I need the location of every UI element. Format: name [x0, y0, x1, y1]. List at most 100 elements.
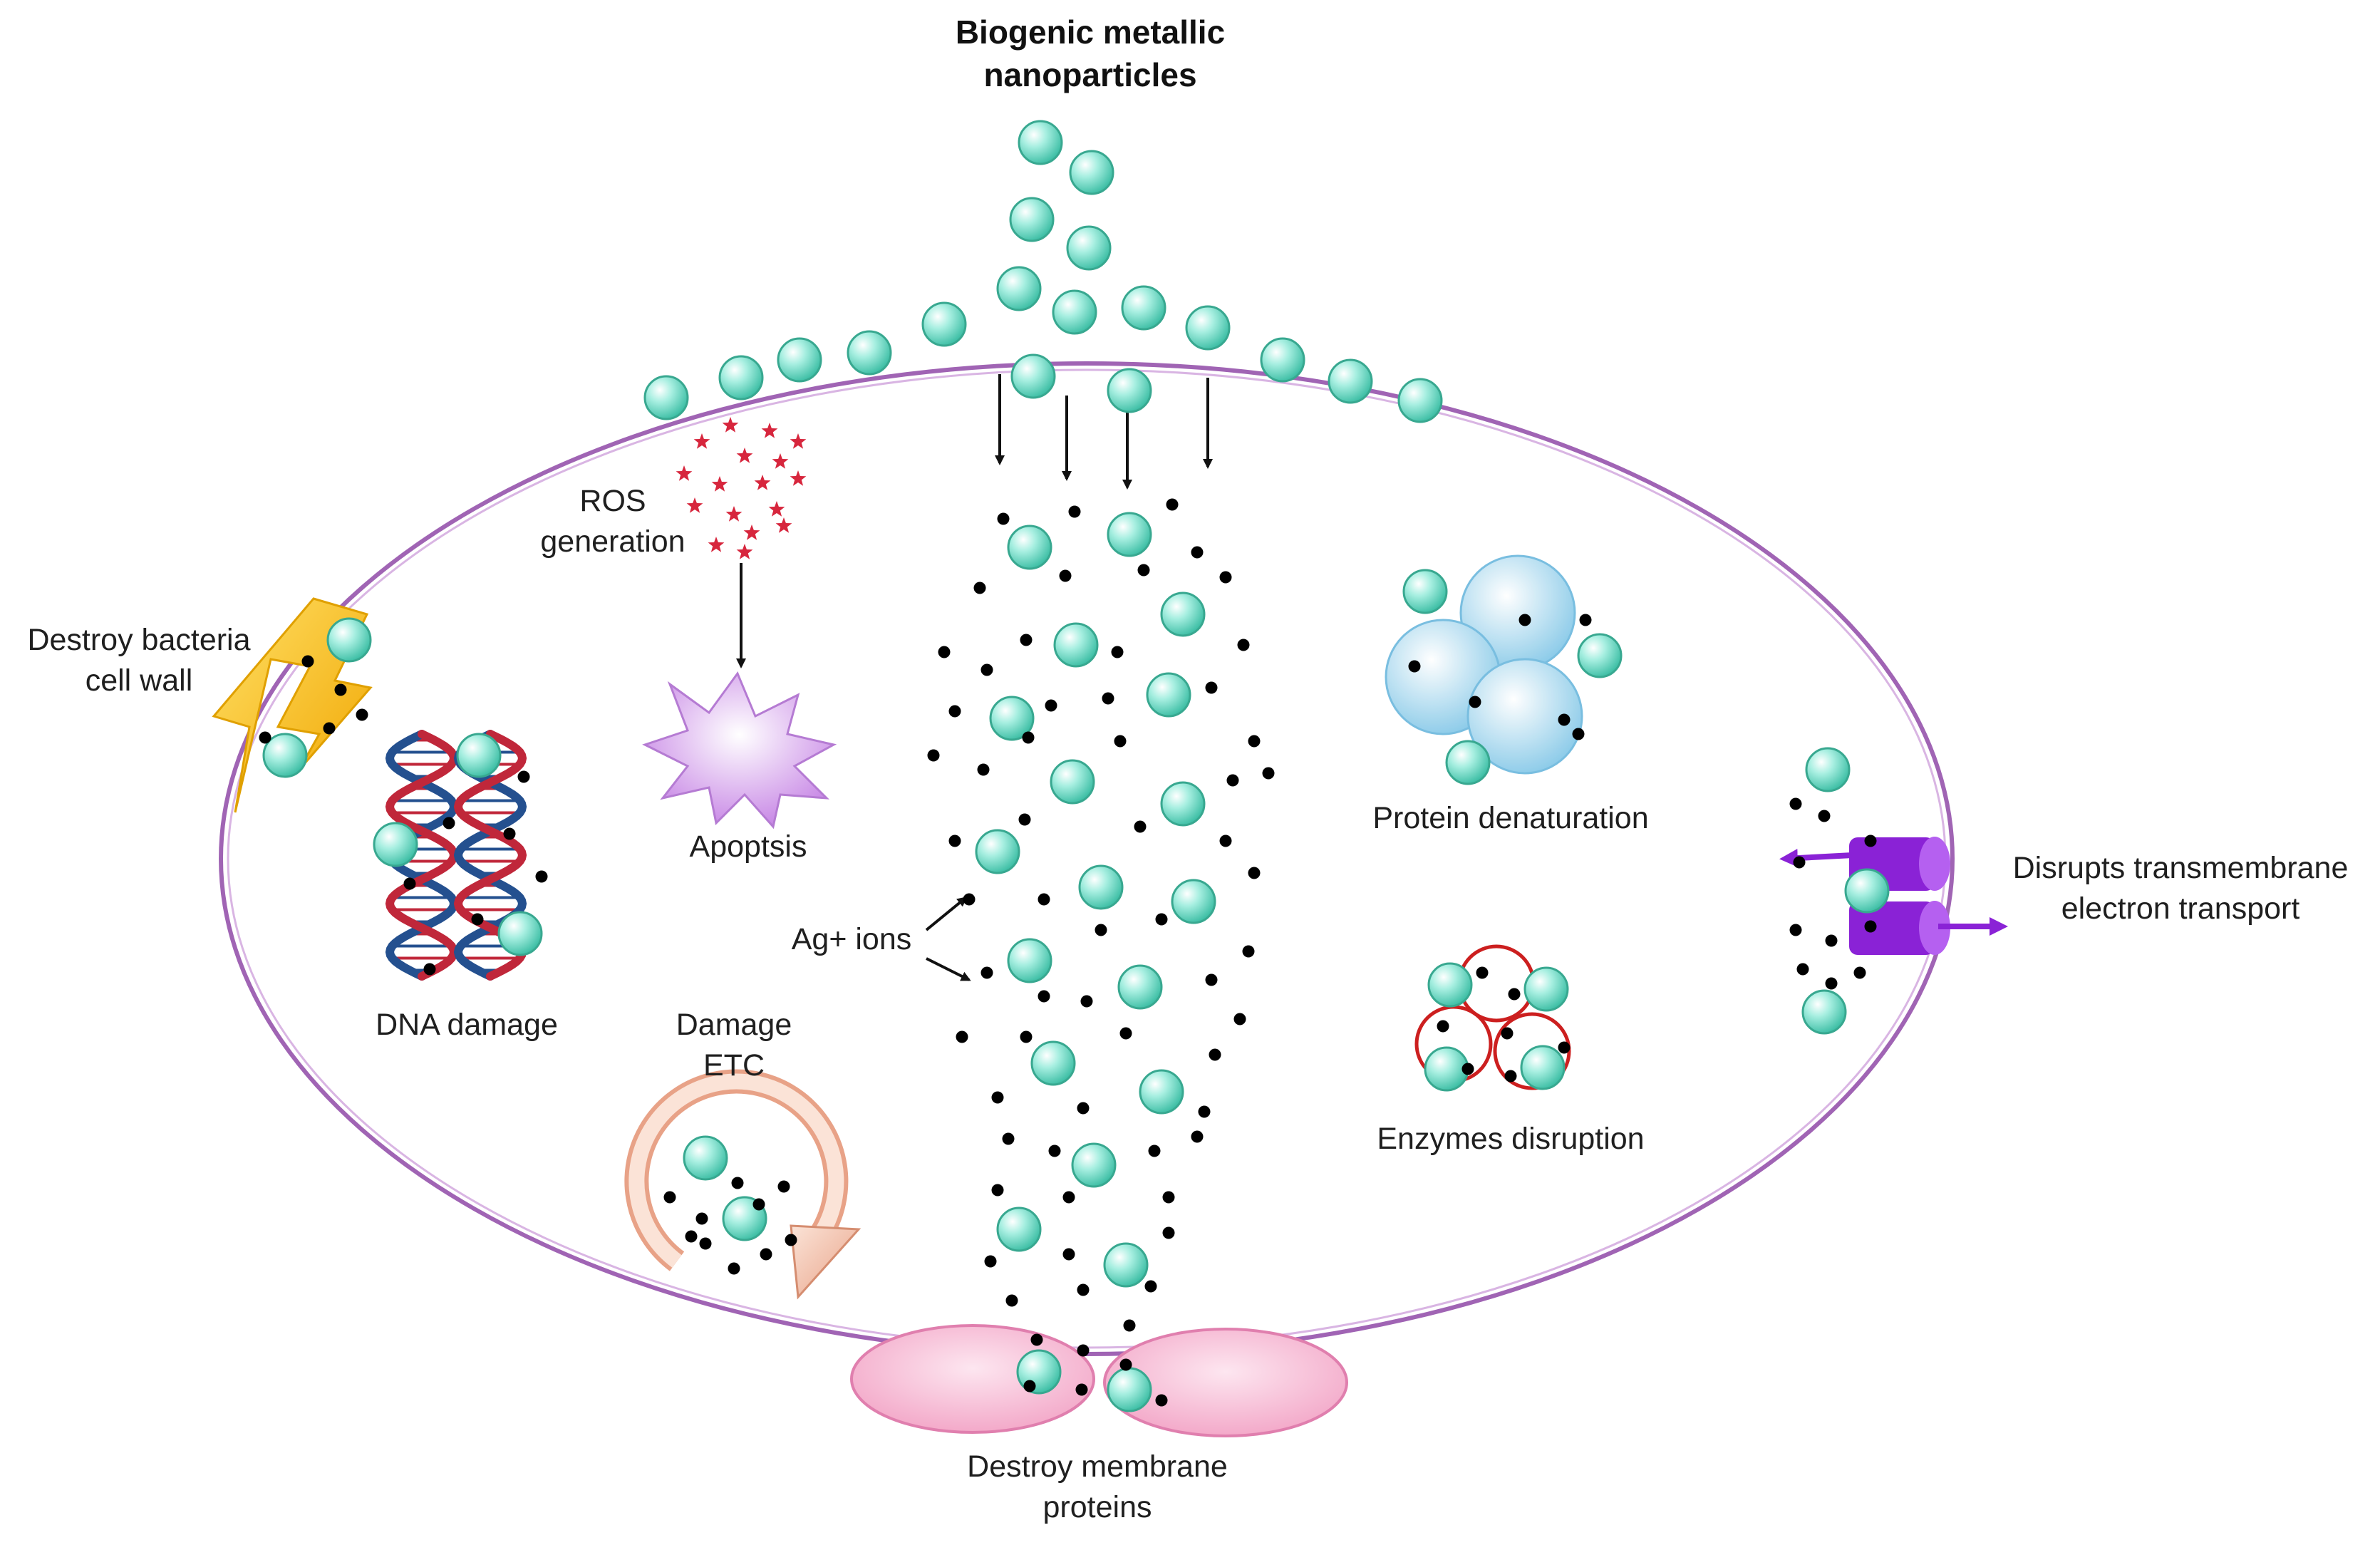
ag-ion: [1219, 571, 1232, 584]
ag-ion: [760, 1248, 772, 1261]
nanoparticle: [1171, 879, 1216, 924]
ag-ion: [1059, 569, 1072, 582]
ag-ion: [1248, 867, 1261, 879]
ag-ion: [259, 731, 271, 744]
ag-ion: [1005, 1294, 1018, 1307]
ag-ion: [685, 1230, 698, 1243]
nanoparticle: [1805, 747, 1851, 792]
ag-ion: [1119, 1358, 1132, 1371]
transmembrane-label: Disrupts transmembrane electron transpor…: [1981, 848, 2380, 929]
ag-ion: [1233, 1013, 1246, 1025]
ag-ions: [259, 498, 1877, 1407]
ag-ion: [1242, 945, 1255, 958]
ag-ion: [956, 1030, 968, 1043]
nanoparticle: [1071, 1142, 1117, 1188]
nanoparticle: [1107, 512, 1152, 557]
ag-ion: [1237, 639, 1250, 651]
ag-ion: [1075, 1383, 1088, 1396]
ag-ion: [1002, 1132, 1015, 1145]
ag-ion: [1137, 564, 1150, 577]
ag-ion: [731, 1177, 744, 1189]
title-line-1: Biogenic metallic: [955, 14, 1226, 51]
ag-ion: [423, 963, 436, 976]
ag-ion: [1162, 1226, 1175, 1239]
ag-ion: [1162, 1191, 1175, 1204]
ros-star: [676, 465, 693, 481]
nanoparticle: [1185, 305, 1231, 351]
ag-ion: [991, 1184, 1004, 1197]
circular-arrow-icon: [624, 1069, 862, 1300]
ag-ion: [1020, 1030, 1033, 1043]
ag-ion: [1134, 820, 1147, 833]
ros-star: [768, 501, 785, 517]
ag-ion: [984, 1255, 997, 1268]
nanoparticles: [262, 120, 1890, 1412]
ag-ion: [1248, 735, 1261, 748]
ag-ion: [663, 1191, 676, 1204]
ag-ion: [1408, 660, 1421, 673]
ag-ion: [1558, 713, 1571, 726]
nanoparticle: [262, 733, 308, 778]
membrane-proteins-label: Destroy membrane proteins: [912, 1447, 1283, 1528]
ag-ion: [1038, 990, 1050, 1003]
ros-star: [725, 506, 743, 522]
nanoparticle: [1009, 197, 1055, 242]
ag-ion: [1155, 1394, 1168, 1407]
ag-ion: [1205, 973, 1218, 986]
ag-ion: [1022, 731, 1035, 744]
nanoparticle: [1050, 759, 1095, 805]
ag-ion: [1062, 1248, 1075, 1261]
ag-ion: [1226, 774, 1239, 787]
ros-star: [736, 544, 753, 559]
ag-ion: [1437, 1020, 1449, 1033]
nanoparticle: [1146, 672, 1191, 718]
nanoparticle: [1069, 150, 1114, 195]
ag-ion: [535, 870, 548, 883]
nanoparticle: [1520, 1045, 1566, 1090]
nanoparticle: [989, 696, 1035, 741]
ros-star: [790, 433, 807, 449]
nanoparticle: [1117, 964, 1163, 1010]
nanoparticle: [1103, 1242, 1149, 1288]
ros-star: [693, 433, 710, 449]
ros-star: [761, 423, 778, 438]
transporter-channel-icon: [1779, 837, 2008, 955]
nanoparticle: [1260, 337, 1305, 383]
ag-ion: [1796, 963, 1809, 976]
ag-ion: [1114, 735, 1127, 748]
ag-ion: [991, 1091, 1004, 1104]
nanoparticle: [1328, 358, 1373, 404]
ag-ion: [1155, 913, 1168, 926]
ag-ion: [517, 770, 530, 783]
ag-ion: [938, 646, 951, 658]
ag-ion: [443, 817, 455, 830]
nanoparticle: [1139, 1069, 1184, 1115]
ag-ion: [1038, 893, 1050, 906]
nanoparticle: [1107, 1367, 1152, 1412]
nanoparticle: [1801, 989, 1847, 1035]
ag-ion: [1518, 614, 1531, 626]
nanoparticle: [1066, 225, 1112, 271]
nanoparticle: [1053, 622, 1099, 668]
ag-ion: [1077, 1102, 1090, 1115]
ag-ion: [1023, 1380, 1036, 1392]
nanoparticle: [643, 375, 689, 420]
ag-ion: [1191, 1130, 1204, 1143]
ag-ion: [1789, 797, 1802, 810]
nanoparticle: [1577, 633, 1623, 678]
cell-wall-label-line-1: Destroy bacteria: [27, 623, 251, 657]
ag-ion: [1853, 966, 1866, 979]
ros-star: [708, 537, 725, 552]
ag-ion: [1476, 966, 1489, 979]
ag-ion: [752, 1198, 765, 1211]
ag-ion: [1018, 813, 1031, 826]
nanoparticle: [1030, 1040, 1076, 1086]
ros-star: [711, 476, 728, 492]
nanoparticle: [1160, 591, 1206, 637]
nanoparticle: [975, 829, 1020, 874]
ag-ion: [1080, 995, 1093, 1008]
nanoparticle: [921, 301, 967, 347]
ag-ion: [403, 877, 416, 890]
ros-star: [772, 453, 789, 469]
